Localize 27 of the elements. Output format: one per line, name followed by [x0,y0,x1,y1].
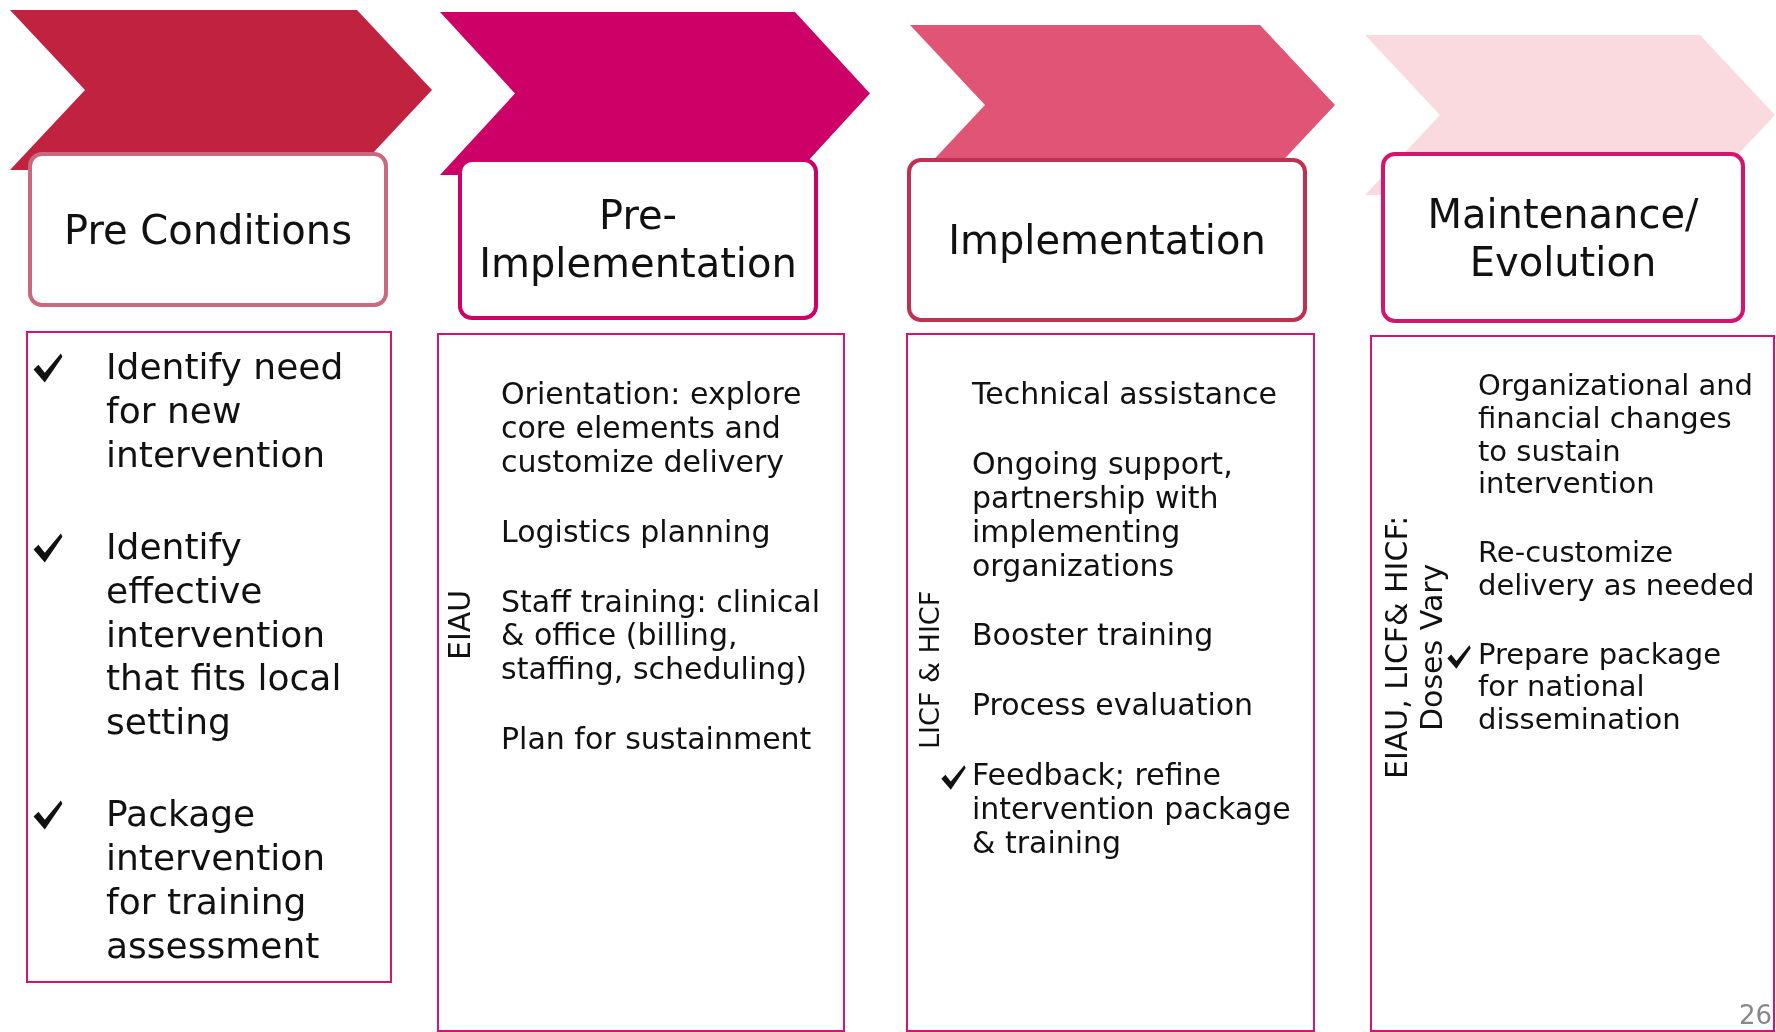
task-text: Staff training: clinical & office (billing, staffing, scheduling) [501,584,821,687]
task-text: Ongoing support, partnership with implementing organizations [972,446,1234,583]
task-text: Feedback; refine intervention package & training [972,758,1292,860]
task-list-panel [437,333,845,1032]
rotated-label: LICF & HICF [914,589,946,752]
rotated-label: EIAU, LICF& HICF: Doses Vary [1380,514,1449,781]
phase-title-box: Maintenance/ Evolution [1381,152,1745,323]
task-text: Identify effective intervention that fits local setting [106,524,343,745]
task-text: Identify need for new intervention [106,345,345,477]
task-text: Process evaluation [972,688,1255,723]
page-number: 26 [1738,1000,1772,1030]
task-text: Plan for sustainment [501,722,813,757]
rotated-label: EIAU [443,588,478,663]
task-list-panel [906,333,1315,1032]
task-list-panel [1370,335,1775,1032]
phase-title-box: Pre-Implementation [458,158,818,320]
task-text: Re-customize delivery as needed [1478,536,1756,602]
task-text: Booster training [972,618,1215,653]
task-text: Package intervention for training assessment [106,792,327,968]
task-text: Prepare package for national dissemination [1478,637,1723,736]
task-text: Organizational and financial changes to sustain intervention [1478,369,1754,501]
task-list-panel [26,331,392,983]
task-text: Orientation: explore core elements and customize delivery [501,377,803,479]
task-text: Logistics planning [501,514,772,549]
phase-title-box: Pre Conditions [28,152,388,307]
phase-title-box: Implementation [907,158,1307,322]
task-text: Technical assistance [972,377,1278,411]
